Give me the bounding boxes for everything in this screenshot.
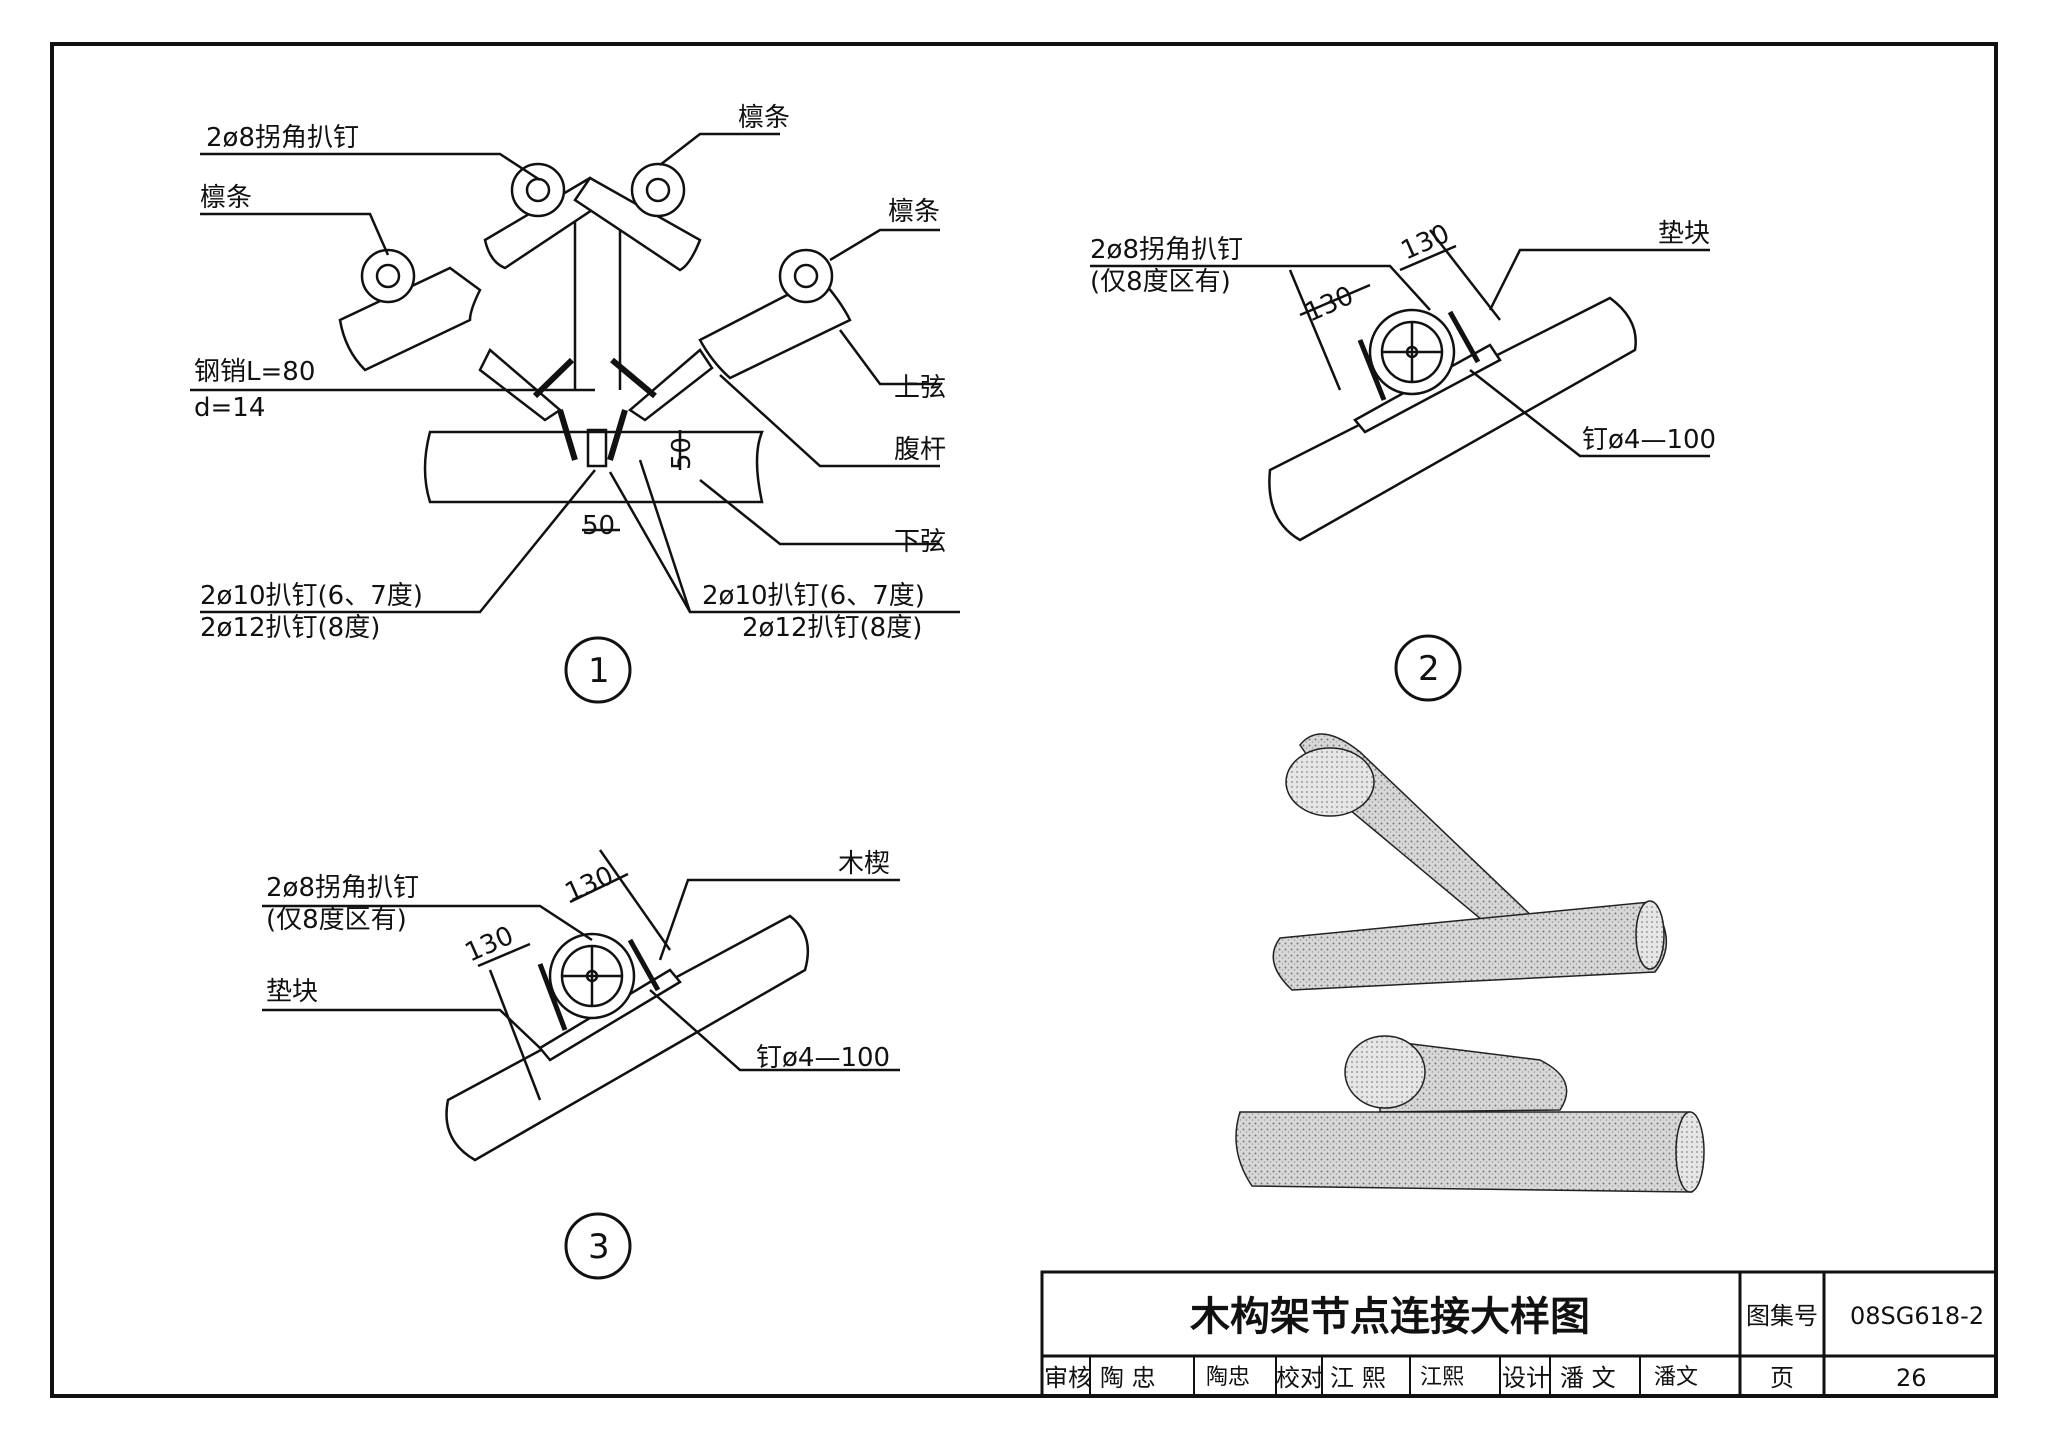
d3-label-note: (仅8度区有) <box>266 905 407 935</box>
detail-3-tag <box>564 1212 632 1280</box>
sketch-3d-lower <box>1235 1035 1705 1193</box>
purlin-right <box>778 248 834 304</box>
label-right-nail-2: 2ø12扒钉(8度) <box>742 613 922 643</box>
design-label: 设计 <box>1502 1364 1550 1392</box>
label-pin-length: 钢销L=80 <box>194 357 315 387</box>
d2-label-nail: 钉ø4—100 <box>1582 425 1716 455</box>
check-label: 校对 <box>1276 1364 1324 1392</box>
label-web: 腹杆 <box>894 435 946 465</box>
d2-label-note: (仅8度区有) <box>1090 267 1231 297</box>
detail-2-tag-number: 2 <box>1418 649 1440 689</box>
top-chord-right <box>573 176 702 272</box>
sketch-3d-upper <box>1272 733 1667 991</box>
detail-2-chord <box>1268 296 1637 542</box>
title-block-text: 木构架节点连接大样图 图集号 08SG618-2 审核 陶 忠 陶忠 校对 江 … <box>1044 1294 1984 1392</box>
design-name: 潘 文 <box>1560 1364 1616 1392</box>
purlin-top-right <box>630 162 686 218</box>
label-purlin-right: 檩条 <box>888 197 940 227</box>
d3-label-nail-angle: 2ø8拐角扒钉 <box>266 873 419 903</box>
d3-dim-b: 130 <box>561 861 619 909</box>
d2-dim-a: 130 <box>1301 281 1359 329</box>
label-right-nail-1: 2ø10扒钉(6、7度) <box>702 581 925 611</box>
d3-label-pad: 垫块 <box>266 977 318 1007</box>
dim-50-horizontal: 50 <box>582 511 615 541</box>
d3-label-wedge: 木楔 <box>838 849 890 879</box>
detail-3 <box>262 849 900 1162</box>
detail-2 <box>1090 229 1710 542</box>
atlas-label: 图集号 <box>1746 1302 1818 1330</box>
atlas-number: 08SG618-2 <box>1850 1302 1984 1330</box>
d3-label-nail: 钉ø4—100 <box>756 1043 890 1073</box>
dim-50-vertical: 50 <box>667 437 697 470</box>
check-signature: 江熙 <box>1420 1365 1464 1390</box>
label-nail-angle: 2ø8拐角扒钉 <box>206 123 359 153</box>
detail-2-tag <box>1394 634 1462 702</box>
label-purlin-left: 檩条 <box>200 183 252 213</box>
label-bottom-chord: 下弦 <box>894 527 946 557</box>
label-left-nail-1: 2ø10扒钉(6、7度) <box>200 581 423 611</box>
page-number: 26 <box>1896 1364 1927 1392</box>
review-signature: 陶忠 <box>1206 1365 1250 1390</box>
detail-1-labels: 2ø8拐角扒钉 檩条 檩条 檩条 钢销L=80 d=14 上弦 腹杆 下弦 50… <box>194 103 946 704</box>
detail-1-tag-number: 1 <box>588 651 610 691</box>
detail-1 <box>190 132 960 614</box>
review-name: 陶 忠 <box>1100 1364 1156 1392</box>
detail-3-tag-number: 3 <box>588 1227 610 1267</box>
check-name: 江 熙 <box>1330 1364 1386 1392</box>
label-pin-diameter: d=14 <box>194 393 265 423</box>
purlin-top-left <box>510 162 566 218</box>
label-left-nail-2: 2ø12扒钉(8度) <box>200 613 380 643</box>
label-purlin-top: 檩条 <box>738 103 790 133</box>
detail-2-labels: 2ø8拐角扒钉 (仅8度区有) 130 130 垫块 钉ø4—100 2 <box>1090 219 1716 702</box>
drawing-title: 木构架节点连接大样图 <box>1190 1294 1590 1340</box>
label-top-chord: 上弦 <box>894 373 946 403</box>
detail-1-tag <box>564 636 632 704</box>
page-label: 页 <box>1770 1364 1794 1392</box>
design-signature: 潘文 <box>1654 1365 1698 1390</box>
purlin-left <box>360 248 416 304</box>
detail-3-chord <box>445 914 810 1162</box>
review-label: 审核 <box>1044 1364 1092 1392</box>
d2-label-nail-angle: 2ø8拐角扒钉 <box>1090 235 1243 265</box>
sheet-border <box>50 42 1998 1398</box>
title-block <box>1040 1270 1998 1398</box>
d2-label-pad: 垫块 <box>1658 219 1710 249</box>
